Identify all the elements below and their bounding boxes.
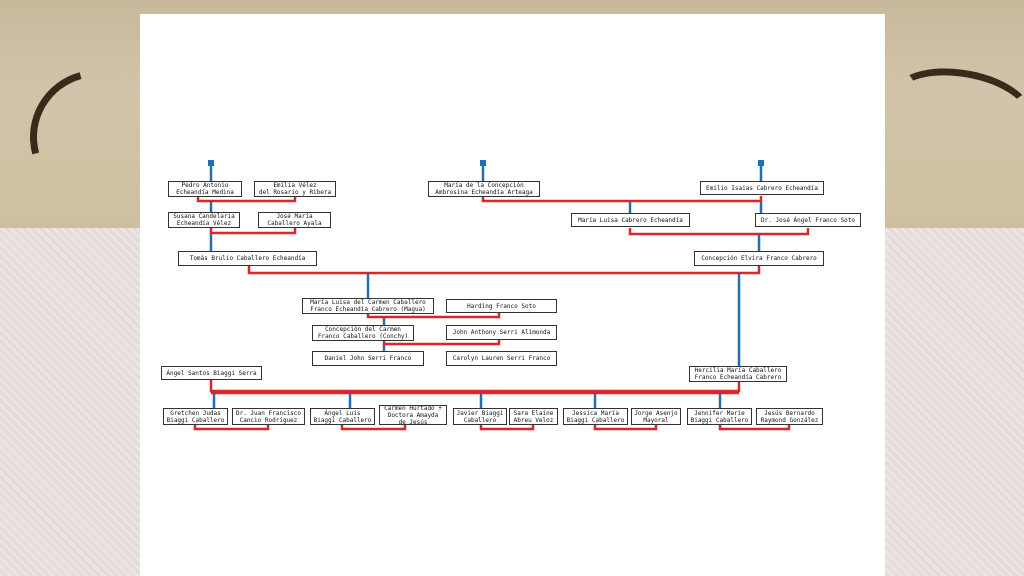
person-carmen-hurtado-amayda-de-jesus: Carmen Hurtado + Doctora Amayda de Jesús [379,405,447,425]
red-link-6 [366,313,501,319]
slide-canvas [140,14,885,576]
red-link-14 [718,425,791,431]
red-link-7 [382,340,501,346]
red-link-1 [196,196,297,203]
red-link-4 [628,228,810,236]
root-markers [208,160,764,166]
red-link-8 [209,380,741,393]
red-link-3 [209,228,297,235]
person-emilio-isaias-cabrero-echeandia: Emilio Isaias Cabrero Echeandía [700,181,824,195]
person-maria-luisa-del-carmen-magua: María Luisa del Carmen Caballero Franco … [302,298,434,314]
root-marker-2 [480,160,486,166]
person-angel-luis-biaggi-caballero: Ángel Luis Biaggi Caballero [310,408,375,425]
red-link-12 [479,425,535,431]
red-link-5 [247,266,761,275]
person-javier-biaggi-caballero: Javier Biaggi Caballero [453,408,507,425]
person-susana-candelaria-echeandia-velez: Susana Candelaria Echeandía Vélez [168,212,240,228]
person-juan-francisco-cancio-rodriguez: Dr. Juan Francisco Cancio Rodríguez [232,408,305,425]
person-jennifer-marie-biaggi-caballero: Jennifer Marie Biaggi Caballero [687,408,752,425]
person-emilia-velez-del-rosario: Emilia Vélez del Rosario y Ribera [254,181,336,197]
person-daniel-john-serri-franco: Daniel John Serri Franco [312,351,424,366]
red-link-10 [193,425,270,431]
person-concepcion-del-carmen-conchy: Concepción del Carmen Franco Caballero (… [312,325,414,341]
person-jessica-maria-biaggi-caballero: Jessica María Biaggi Caballero [563,408,628,425]
person-concepcion-elvira-franco-cabrero: Concepción Elvira Franco Cabrero [694,251,824,266]
root-marker-1 [208,160,214,166]
person-jose-maria-caballero-ayala: José María Caballero Ayala [258,212,331,228]
root-marker-3 [758,160,764,166]
person-maria-de-la-concepcion-echeandia: María de la Concepción Ambrosina Echeand… [428,181,540,197]
red-link-13 [593,425,658,431]
person-sara-elaine-abreu-veloz: Sara Elaine Abreu Veloz [509,408,558,425]
person-maria-luisa-cabrero-echeandia: María Luisa Cabrero Echeandía [571,213,690,227]
person-carolyn-lauren-serri-franco: Carolyn Lauren Serri Franco [446,351,557,366]
person-gretchen-judas-biaggi-caballero: Gretchen Judas Biaggi Caballero [163,408,228,425]
person-jesus-bernardo-raymond-gonzalez: Jesús Bernardo Raymond González [756,408,823,425]
person-jorge-asenjo-mayoral: Jorge Asenjo Mayoral [631,408,681,425]
person-harding-franco-soto: Harding Franco Soto [446,299,557,313]
person-pedro-antonio-echeandia-medina: Pedro Antonio Echeandía Medina [168,181,242,197]
person-angel-santos-biaggi-serra: Ángel Santos Biaggi Serra [161,366,262,380]
person-jose-angel-franco-soto: Dr. José Ángel Franco Soto [755,213,861,227]
person-tomas-brulio-caballero-echeandia: Tomás Brulio Caballero Echeandía [178,251,317,266]
red-link-11 [340,425,407,431]
person-john-anthony-serri-alimonda: John Anthony Serri Alimonda [446,325,557,340]
person-hercilia-maria-caballero: Hercilia María Caballero Franco Echeandí… [689,366,787,382]
red-link-2 [481,196,763,203]
